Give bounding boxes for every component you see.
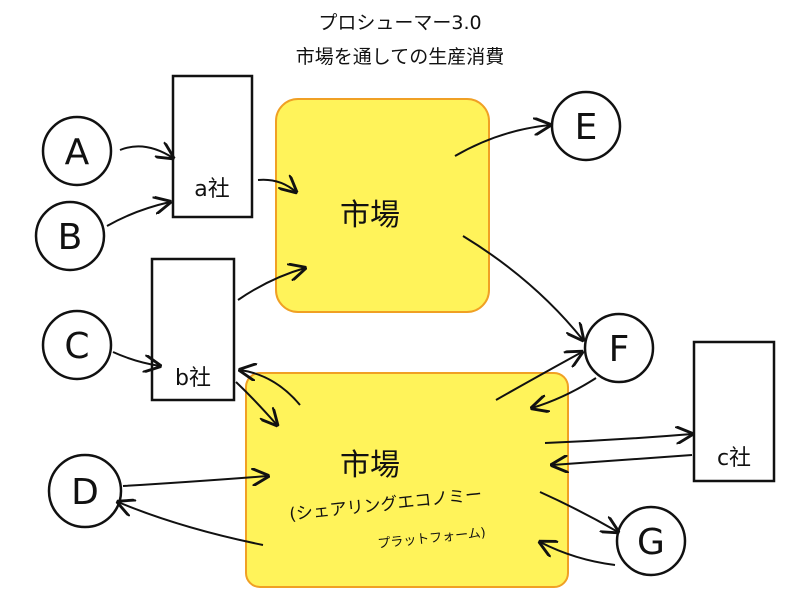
arrow-d-to-market-lower bbox=[122, 476, 268, 487]
market-upper-box bbox=[275, 98, 490, 313]
market-upper-label: 市場 bbox=[340, 198, 400, 233]
arrow-b-to-company-a bbox=[106, 202, 170, 227]
company-a-box bbox=[171, 74, 254, 219]
node-b-circle bbox=[34, 200, 106, 272]
node-c-label: C bbox=[64, 326, 89, 367]
node-f-label: F bbox=[609, 329, 630, 370]
node-d-label: D bbox=[71, 472, 99, 513]
company-b-box bbox=[150, 257, 236, 402]
arrow-market-lower-to-company-c bbox=[544, 434, 692, 443]
market-lower-box bbox=[245, 372, 569, 588]
arrow-market-lower-to-company-b bbox=[240, 370, 301, 406]
node-f-circle bbox=[583, 312, 655, 384]
company-a-label: a社 bbox=[194, 177, 229, 202]
arrow-company-c-to-market-lower bbox=[552, 454, 693, 465]
node-b-label: B bbox=[58, 217, 83, 258]
arrow-company-b-to-market-lower bbox=[235, 381, 277, 425]
node-c-circle bbox=[41, 309, 113, 381]
node-a-circle bbox=[41, 115, 113, 187]
node-g-label: G bbox=[637, 522, 665, 563]
arrow-market-lower-to-d bbox=[118, 502, 264, 546]
arrow-market-lower-to-g bbox=[539, 491, 618, 532]
arrow-market-upper-to-f bbox=[462, 235, 583, 340]
company-b-label: b社 bbox=[175, 366, 211, 391]
company-c-label: c社 bbox=[717, 446, 751, 471]
diagram-title-line1: プロシューマー3.0 bbox=[318, 12, 482, 34]
market-lower-label: 市場 bbox=[340, 448, 400, 483]
arrow-f-to-market-lower bbox=[532, 377, 597, 408]
arrow-company-b-to-market-upper bbox=[237, 268, 305, 301]
node-g-circle bbox=[615, 505, 687, 577]
arrow-a-to-company-a bbox=[119, 146, 173, 158]
node-e-label: E bbox=[575, 107, 598, 148]
diagram-title-line2: 市場を通しての生産消費 bbox=[295, 46, 505, 68]
arrow-company-a-to-market-upper bbox=[257, 180, 296, 192]
company-c-box bbox=[692, 340, 776, 483]
node-a-label: A bbox=[65, 132, 90, 173]
arrow-market-lower-to-f bbox=[495, 352, 582, 401]
arrow-market-upper-to-e bbox=[454, 125, 550, 157]
node-d-circle bbox=[47, 453, 123, 529]
arrow-g-to-market-lower bbox=[540, 542, 616, 566]
arrow-c-to-company-b bbox=[112, 351, 160, 366]
